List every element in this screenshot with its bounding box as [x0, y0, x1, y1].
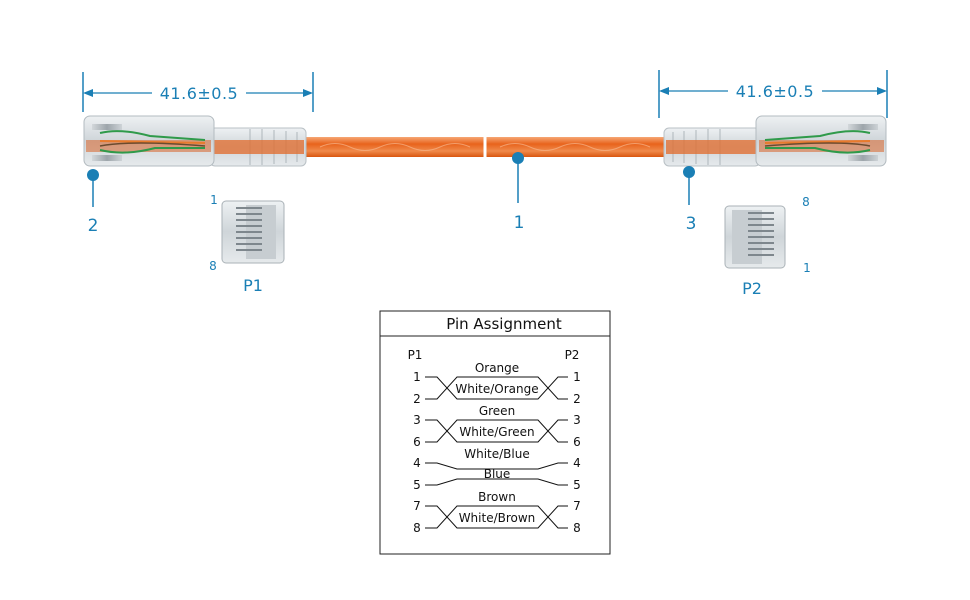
dimension-left-label: 41.6±0.5: [160, 84, 238, 103]
wire-color-label: Brown: [478, 490, 516, 504]
p1-pin-number: 6: [413, 435, 421, 449]
p1-pin-number: 8: [413, 521, 421, 535]
dimension-right: 41.6±0.5: [658, 70, 888, 118]
callout-left-plug: 2: [87, 169, 99, 236]
pin-col-p2: P2: [565, 348, 580, 362]
p2-pin-number: 6: [573, 435, 581, 449]
wire-line: [425, 419, 568, 443]
callout-cable: 1: [512, 152, 524, 233]
patch-cable: [300, 137, 670, 157]
pin-col-p1: P1: [408, 348, 423, 362]
p2-pin-number: 7: [573, 499, 581, 513]
connector-p1: 1 8 P1: [209, 193, 285, 295]
p1-pin-top: 1: [210, 193, 218, 207]
wire-line: [425, 419, 568, 443]
p1-pin-number: 7: [413, 499, 421, 513]
wire-line: [425, 478, 568, 486]
callout-left-plug-number: 2: [88, 216, 99, 236]
p2-pin-top: 8: [802, 195, 810, 209]
p1-pin-number: 5: [413, 478, 421, 492]
p1-pin-number: 3: [413, 413, 421, 427]
wire-line: [425, 462, 568, 470]
left-plug: [83, 115, 307, 167]
callout-cable-number: 1: [514, 213, 525, 233]
wire-line: [425, 376, 568, 400]
wire-color-label: Orange: [475, 361, 519, 375]
right-plug: [663, 115, 887, 167]
wire-line: [425, 505, 568, 529]
p2-label: P2: [742, 279, 762, 298]
wire-color-label: White/Blue: [464, 447, 530, 461]
wire-color-label: White/Brown: [459, 511, 536, 525]
callout-right-plug: 3: [683, 166, 696, 234]
p1-pin-number: 2: [413, 392, 421, 406]
p1-label: P1: [243, 276, 263, 295]
wire-color-label: White/Orange: [455, 382, 538, 396]
wire-color-label: Blue: [484, 467, 511, 481]
p2-pin-number: 2: [573, 392, 581, 406]
p2-pin-number: 3: [573, 413, 581, 427]
pin-assignment-table: Pin Assignment P1 P2 1 2 1 2 OrangeWhite/Ora…: [379, 310, 611, 555]
p1-pin-number: 1: [413, 370, 421, 384]
p2-pin-number: 4: [573, 456, 581, 470]
p1-pin-bottom: 8: [209, 259, 217, 273]
callout-right-plug-number: 3: [686, 214, 697, 234]
wire-color-label: Green: [479, 404, 515, 418]
p2-pin-bottom: 1: [803, 261, 811, 275]
wire-line: [425, 376, 568, 400]
wire-line: [425, 505, 568, 529]
wire-color-label: White/Green: [459, 425, 534, 439]
dimension-left: 41.6±0.5: [82, 72, 314, 112]
p2-pin-number: 8: [573, 521, 581, 535]
connector-p2: 8 1 P2: [724, 195, 811, 298]
dimension-right-label: 41.6±0.5: [736, 82, 814, 101]
p1-pin-number: 4: [413, 456, 421, 470]
p2-pin-number: 5: [573, 478, 581, 492]
p2-pin-number: 1: [573, 370, 581, 384]
pin-assignment-title: Pin Assignment: [446, 315, 562, 333]
